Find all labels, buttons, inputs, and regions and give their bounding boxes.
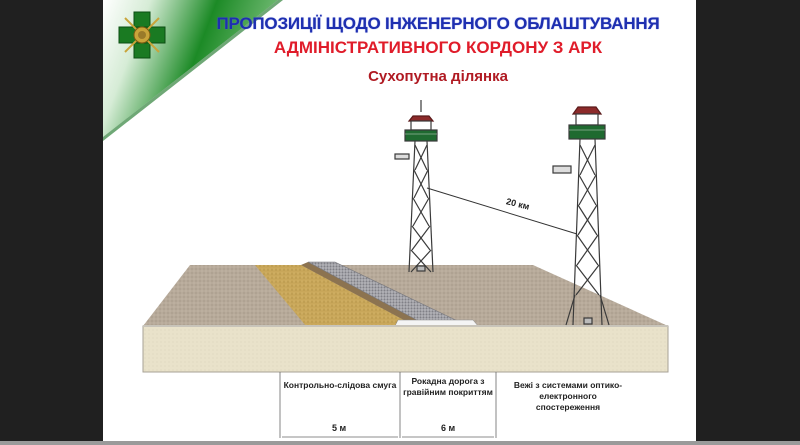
column-label-control-strip: Контрольно-слідова смуга [283, 380, 397, 390]
width-label-control-strip: 5 м [332, 423, 347, 433]
border-infrastructure-diagram [142, 100, 669, 438]
observation-tower-right [552, 106, 610, 326]
legend-grid [279, 372, 497, 438]
width-label-road: 6 м [441, 423, 456, 433]
column-label-road: Рокадна дорога з гравійним покриттям [403, 376, 493, 397]
bottom-border [0, 441, 800, 445]
border-guard-cross-emblem-icon [118, 11, 166, 59]
terrain-slab-front [142, 325, 669, 373]
slide-title-line-1: ПРОПОЗИЦІЇ ЩОДО ІНЖЕНЕРНОГО ОБЛАШТУВАННЯ [216, 14, 660, 33]
control-trace-strip [255, 265, 415, 326]
presentation-slide: ПРОПОЗИЦІЇ ЩОДО ІНЖЕНЕРНОГО ОБЛАШТУВАННЯ… [103, 0, 696, 441]
slide-subtitle: Сухопутна ділянка [368, 68, 508, 85]
column-label-towers: Вежі з системами оптико-електронного спо… [513, 380, 623, 412]
observation-tower-left [394, 100, 438, 273]
slide-title-line-2: АДМІНІСТРАТИВНОГО КОРДОНУ З АРК [273, 38, 603, 57]
tower-distance-line [426, 187, 578, 235]
